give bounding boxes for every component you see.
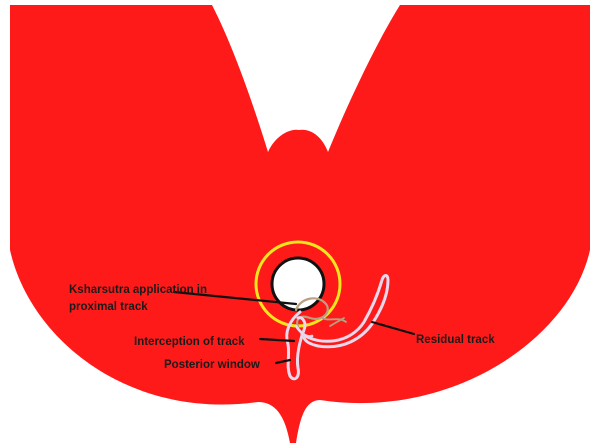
label-interception: Interception of track [134,336,245,348]
label-posterior-window: Posterior window [164,359,260,371]
label-ksharsutra-line2: proximal track [69,301,148,313]
buttocks-shape [10,5,590,443]
label-ksharsutra-line1: Ksharsutra application in [69,284,207,296]
label-residual-track: Residual track [416,334,495,346]
